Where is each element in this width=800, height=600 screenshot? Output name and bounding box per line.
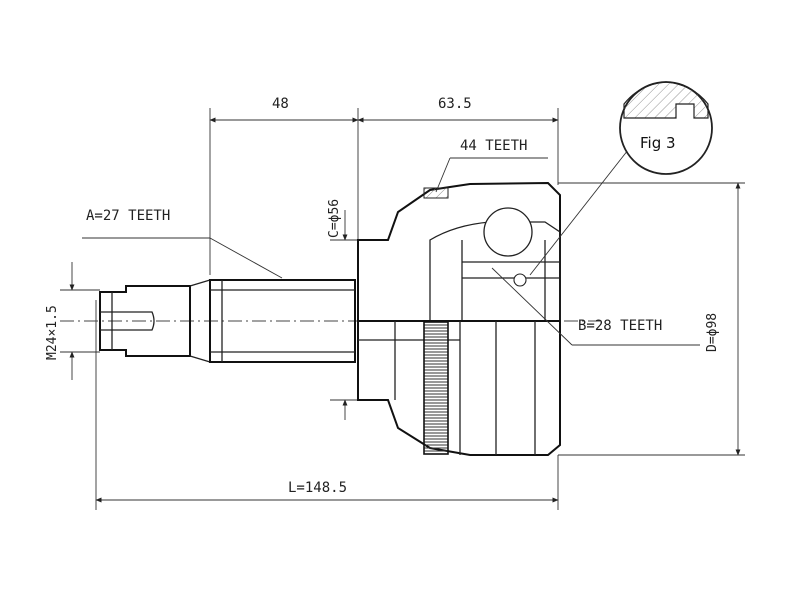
teeth-44-label: 44 TEETH: [460, 138, 527, 154]
dim-48-label: 48: [272, 96, 289, 112]
c-diameter-label: C=ϕ56: [327, 199, 342, 238]
b-teeth-label: B=28 TEETH: [578, 318, 662, 334]
leader-lines: [82, 149, 700, 346]
a-teeth-label: A=27 TEETH: [86, 208, 170, 224]
fig-3-label: Fig 3: [640, 134, 676, 152]
m-thread-label: M24×1.5: [45, 305, 60, 360]
splined-shaft: [209, 279, 356, 363]
threaded-stub: [99, 279, 211, 363]
abs-tone-ring: [423, 321, 449, 455]
fig-3-detail: Fig 3: [619, 81, 713, 175]
dimension-lines: [69, 117, 741, 503]
dim-63-5-label: 63.5: [438, 96, 472, 112]
d-diameter-label: D=ϕ98: [705, 313, 720, 352]
length-label: L=148.5: [288, 480, 347, 496]
abs-ring-outline: [423, 321, 449, 455]
outer-housing: [357, 181, 561, 456]
